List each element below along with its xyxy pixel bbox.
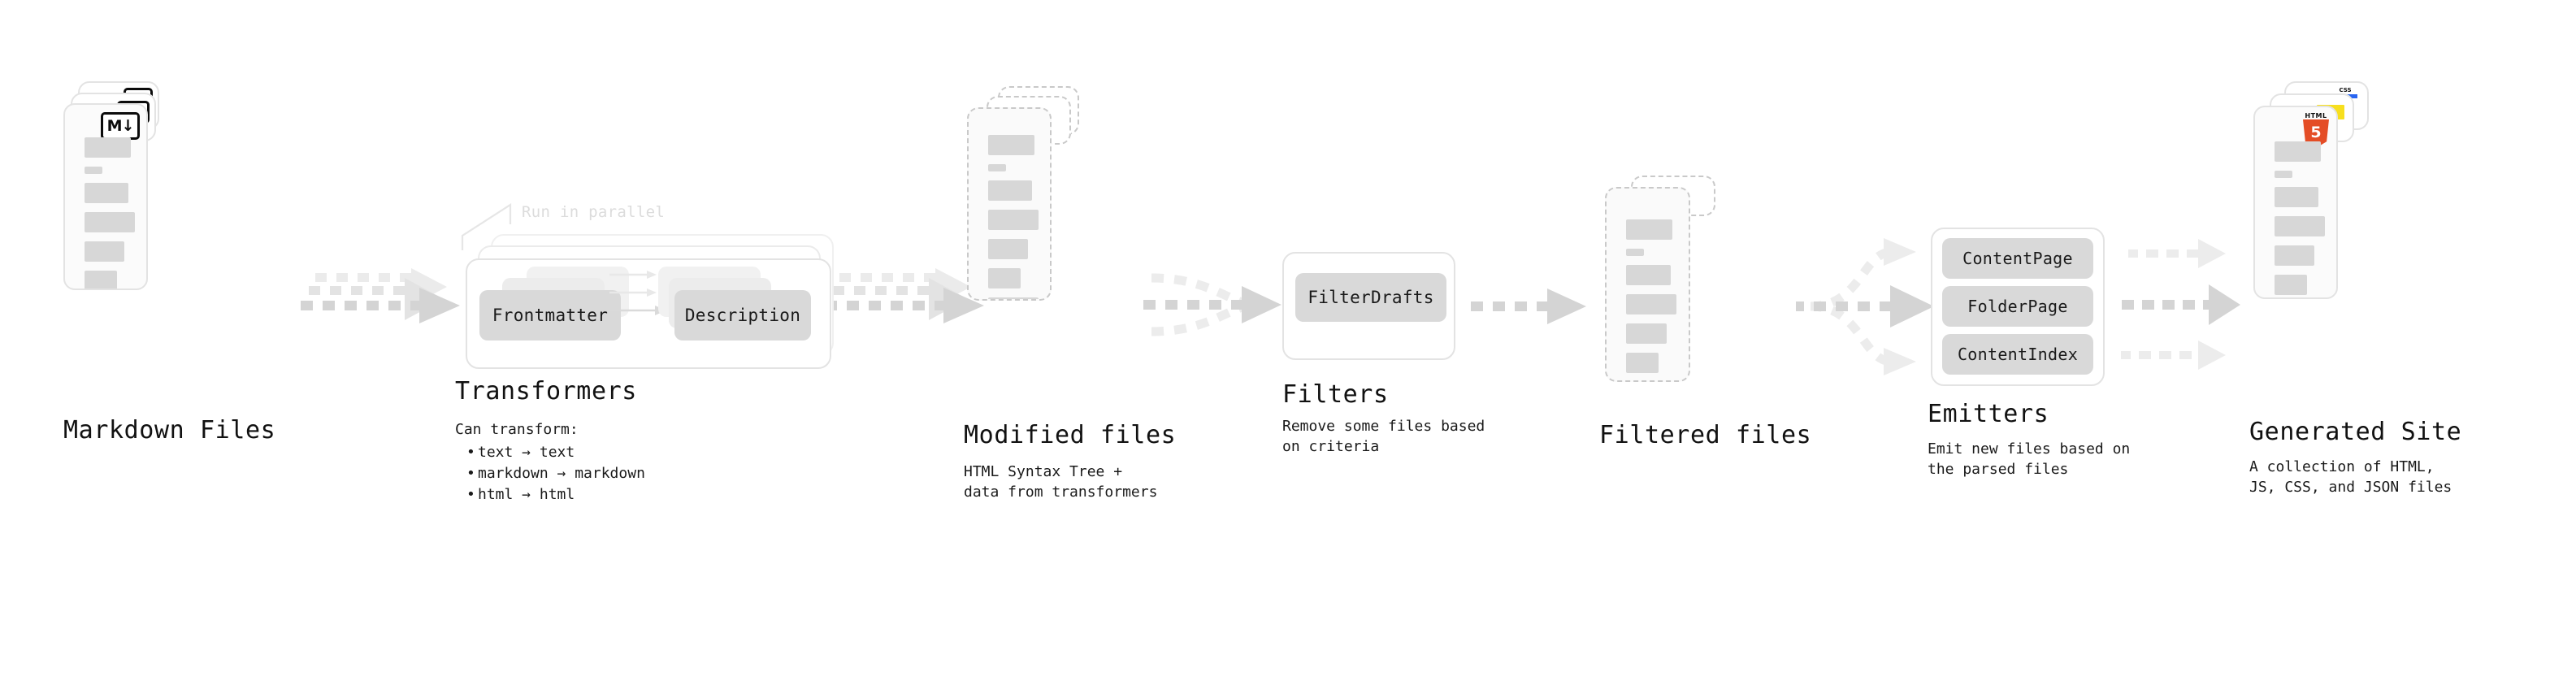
frontmatter-chip[interactable]: Frontmatter <box>479 290 621 340</box>
run-in-parallel-bracket <box>461 202 512 250</box>
transformer-bullet: markdown → markdown <box>466 463 645 484</box>
placeholder-bar <box>85 167 102 174</box>
placeholder-bar <box>988 297 1039 299</box>
modified-placeholder-lines <box>988 135 1039 299</box>
placeholder-bar <box>988 135 1034 155</box>
modified-card-front[interactable] <box>967 107 1052 301</box>
placeholder-bar <box>85 271 117 288</box>
transformers-bullets: Can transform: text → text markdown → ma… <box>455 419 645 505</box>
connector-emitters-to-site <box>2121 239 2240 370</box>
transformer-bullet: text → text <box>466 442 645 463</box>
placeholder-bar <box>2275 141 2321 162</box>
placeholder-bar <box>85 183 128 203</box>
placeholder-bar <box>85 241 125 262</box>
contentpage-chip[interactable]: ContentPage <box>1942 238 2093 279</box>
placeholder-bar <box>1626 294 1676 314</box>
placeholder-bar <box>988 268 1021 288</box>
placeholder-bar <box>2275 245 2315 266</box>
filtered-files-title: Filtered files <box>1599 421 1812 449</box>
filtered-card-front[interactable] <box>1605 187 1690 382</box>
run-in-parallel-label: Run in parallel <box>522 203 666 221</box>
connector-modified-to-filters <box>1143 273 1281 336</box>
connector-md-to-transformers <box>301 268 460 323</box>
placeholder-bar <box>85 137 131 158</box>
placeholder-bar <box>988 210 1039 230</box>
placeholder-bar <box>1626 219 1672 240</box>
markdown-card-front[interactable]: M↓ <box>63 103 148 290</box>
placeholder-bar <box>85 212 135 232</box>
placeholder-bar <box>988 164 1006 171</box>
markdown-placeholder-lines <box>85 137 135 288</box>
placeholder-bar <box>2275 187 2318 207</box>
emitters-title: Emitters <box>1928 400 2049 428</box>
css-icon-label: CSS <box>2339 87 2352 93</box>
placeholder-bar <box>1626 249 1644 256</box>
placeholder-bar <box>988 239 1029 259</box>
placeholder-bar <box>1626 353 1659 373</box>
placeholder-bar <box>2275 275 2307 295</box>
modified-files-subtitle: HTML Syntax Tree + data from transformer… <box>964 463 1158 501</box>
placeholder-bar <box>2275 216 2325 236</box>
markdown-files-title: Markdown Files <box>63 416 276 445</box>
transformers-bullets-lead: Can transform: <box>455 421 579 438</box>
filtered-placeholder-lines <box>1626 219 1676 380</box>
folderpage-chip[interactable]: FolderPage <box>1942 286 2093 327</box>
modified-files-title: Modified files <box>964 421 1177 449</box>
site-card-front[interactable]: HTML <box>2253 106 2338 299</box>
placeholder-bar <box>1626 265 1671 285</box>
connector-filtered-to-emitters <box>1796 238 1934 375</box>
generated-site-title: Generated Site <box>2249 418 2462 446</box>
connector-filters-to-filtered <box>1471 288 1586 324</box>
markdown-icon: M↓ <box>101 112 140 140</box>
transformer-inner-arrows <box>609 271 666 315</box>
placeholder-bar <box>2275 171 2292 178</box>
description-chip[interactable]: Description <box>674 290 811 340</box>
placeholder-bar <box>1626 323 1667 344</box>
filters-subtitle: Remove some files based on criteria <box>1282 418 1485 455</box>
filters-title: Filters <box>1282 380 1389 409</box>
emitters-subtitle: Emit new files based on the parsed files <box>1928 440 2131 478</box>
contentindex-chip[interactable]: ContentIndex <box>1942 334 2093 375</box>
placeholder-bar <box>988 180 1032 201</box>
connector-transformers-to-modified <box>825 268 984 323</box>
generated-site-subtitle: A collection of HTML, JS, CSS, and JSON … <box>2249 458 2452 496</box>
site-placeholder-lines <box>2275 141 2325 297</box>
transformers-title: Transformers <box>455 377 637 406</box>
html5-icon-label: HTML <box>2305 112 2327 119</box>
transformer-bullet: html → html <box>466 484 645 505</box>
filterdrafts-chip[interactable]: FilterDrafts <box>1295 273 1446 322</box>
